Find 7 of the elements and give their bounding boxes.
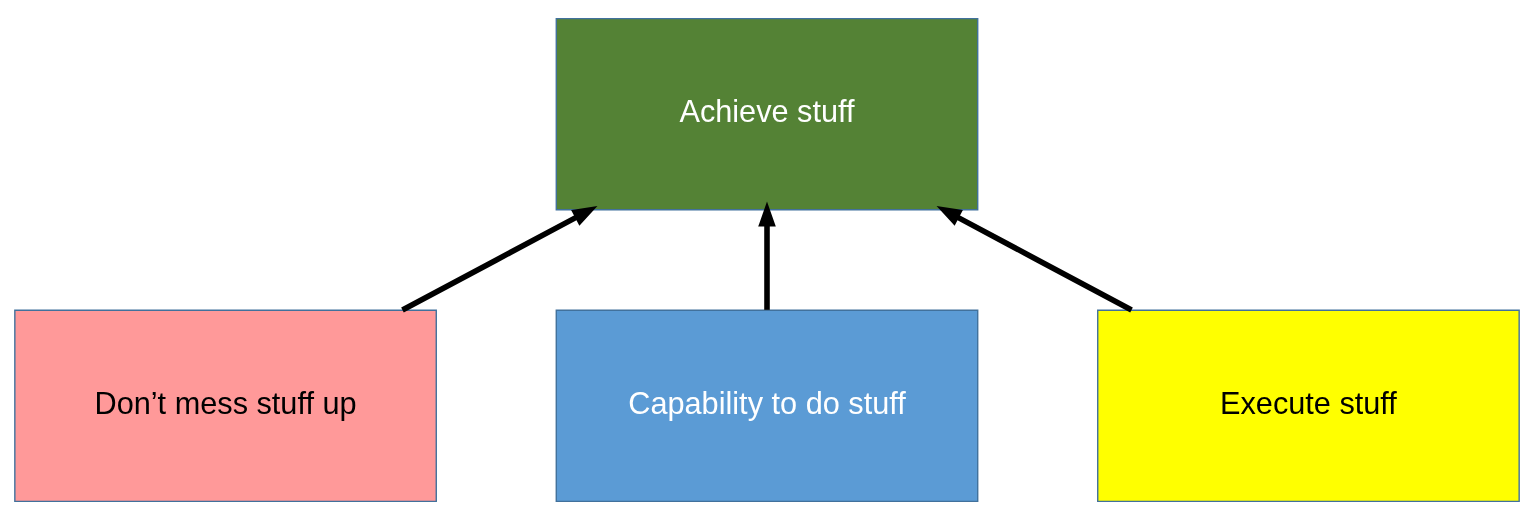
node-box: Achieve stuff [555, 17, 979, 210]
arrow [936, 205, 1133, 312]
arrow [401, 205, 598, 312]
node-box: Don’t mess stuff up [14, 309, 437, 502]
node-box: Capability to do stuff [555, 309, 979, 502]
node-box: Execute stuff [1097, 309, 1520, 502]
arrow [758, 200, 776, 310]
